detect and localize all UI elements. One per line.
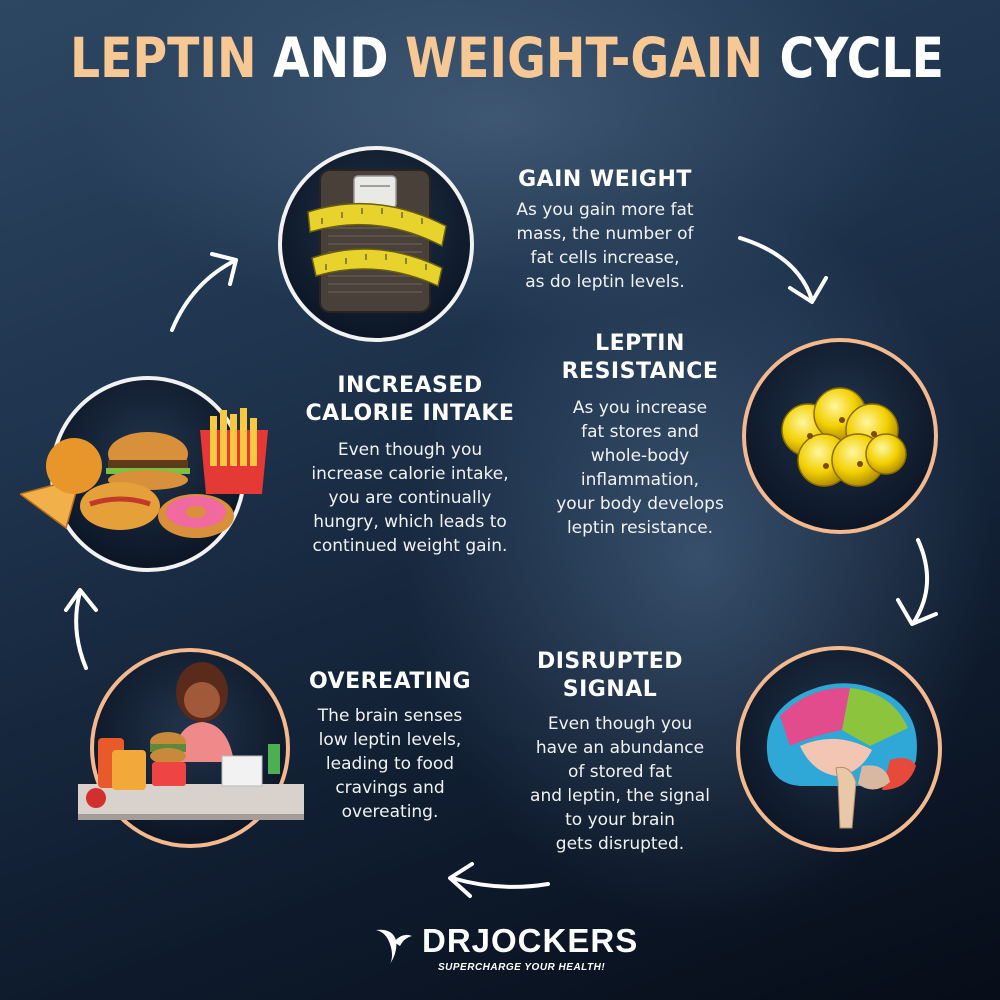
text-line: inflammation, bbox=[580, 470, 700, 490]
text-line: leading to food bbox=[325, 754, 455, 774]
text-line: you are continually bbox=[328, 488, 492, 508]
overeating-heading: OVEREATING bbox=[308, 669, 472, 694]
heading-line: INCREASED bbox=[337, 373, 483, 398]
fat-cells-icon bbox=[781, 387, 907, 487]
text-line: of stored fat bbox=[567, 762, 673, 782]
text-line: Even though you bbox=[547, 714, 693, 734]
text-line: hungry, which leads to bbox=[313, 512, 507, 532]
text-line: The brain senses bbox=[317, 706, 463, 726]
logo-name: DRJOCKERS bbox=[422, 922, 639, 959]
text-line: low leptin levels, bbox=[318, 730, 462, 750]
heading-line: LEPTIN bbox=[595, 331, 685, 356]
logo-tagline: SUPERCHARGE YOUR HEALTH! bbox=[438, 962, 606, 973]
heading-line: SIGNAL bbox=[562, 677, 658, 702]
overeating-woman-icon bbox=[78, 662, 304, 820]
text-line: your body develops bbox=[556, 494, 724, 514]
scale-icon bbox=[307, 169, 447, 313]
gain-weight-text: As you gain more fat mass, the number of… bbox=[480, 198, 730, 294]
scale-circle bbox=[278, 146, 474, 342]
title-weight-gain: WEIGHT-GAIN bbox=[404, 26, 764, 90]
drjockers-logo-icon bbox=[376, 929, 412, 964]
text-line: continued weight gain. bbox=[312, 536, 508, 556]
gain-weight-heading: GAIN WEIGHT bbox=[518, 167, 692, 192]
text-line: cravings and bbox=[335, 778, 445, 798]
overeating-text: The brain senses low leptin levels, lead… bbox=[300, 704, 480, 824]
heading-line: RESISTANCE bbox=[561, 359, 719, 384]
title-cycle: CYCLE bbox=[779, 26, 944, 90]
disrupted-signal-text: Even though you have an abundance of sto… bbox=[510, 712, 730, 856]
text-line: As you gain more fat bbox=[516, 200, 694, 220]
junk-food-icon bbox=[20, 408, 268, 538]
drjockers-logo: DRJOCKERS SUPERCHARGE YOUR HEALTH! bbox=[372, 922, 642, 982]
heading-line: DISRUPTED bbox=[536, 649, 684, 674]
text-line: whole-body bbox=[590, 446, 690, 466]
text-line: As you increase bbox=[572, 398, 708, 418]
brain-icon bbox=[766, 683, 917, 829]
text-line: as do leptin levels. bbox=[525, 272, 685, 292]
text-line: to your brain bbox=[565, 810, 675, 830]
text-line: have an abundance bbox=[535, 738, 705, 758]
increased-calorie-text: Even though you increase calorie intake,… bbox=[276, 438, 544, 558]
text-line: fat stores and bbox=[581, 422, 699, 442]
leptin-resistance-heading: LEPTIN RESISTANCE bbox=[530, 330, 750, 386]
text-line: mass, the number of bbox=[516, 224, 694, 244]
title-and: AND bbox=[273, 26, 389, 90]
increased-calorie-heading: INCREASED CALORIE INTAKE bbox=[290, 372, 530, 428]
text-line: leptin resistance. bbox=[566, 518, 714, 538]
brain-circle bbox=[736, 646, 942, 852]
text-line: Even though you bbox=[337, 440, 483, 460]
leptin-resistance-text: As you increase fat stores and whole-bod… bbox=[530, 396, 750, 540]
fat-cells-circle bbox=[742, 338, 938, 534]
page-title: LEPTIN AND WEIGHT-GAIN CYCLE bbox=[70, 26, 944, 90]
heading-line: CALORIE INTAKE bbox=[305, 401, 515, 426]
disrupted-signal-heading: DISRUPTED SIGNAL bbox=[510, 648, 710, 704]
title-leptin: LEPTIN bbox=[70, 26, 257, 90]
text-line: gets disrupted. bbox=[555, 834, 685, 854]
text-line: and leptin, the signal bbox=[530, 786, 710, 806]
text-line: overeating. bbox=[341, 802, 439, 822]
text-line: increase calorie intake, bbox=[311, 464, 509, 484]
text-line: fat cells increase, bbox=[530, 248, 680, 268]
